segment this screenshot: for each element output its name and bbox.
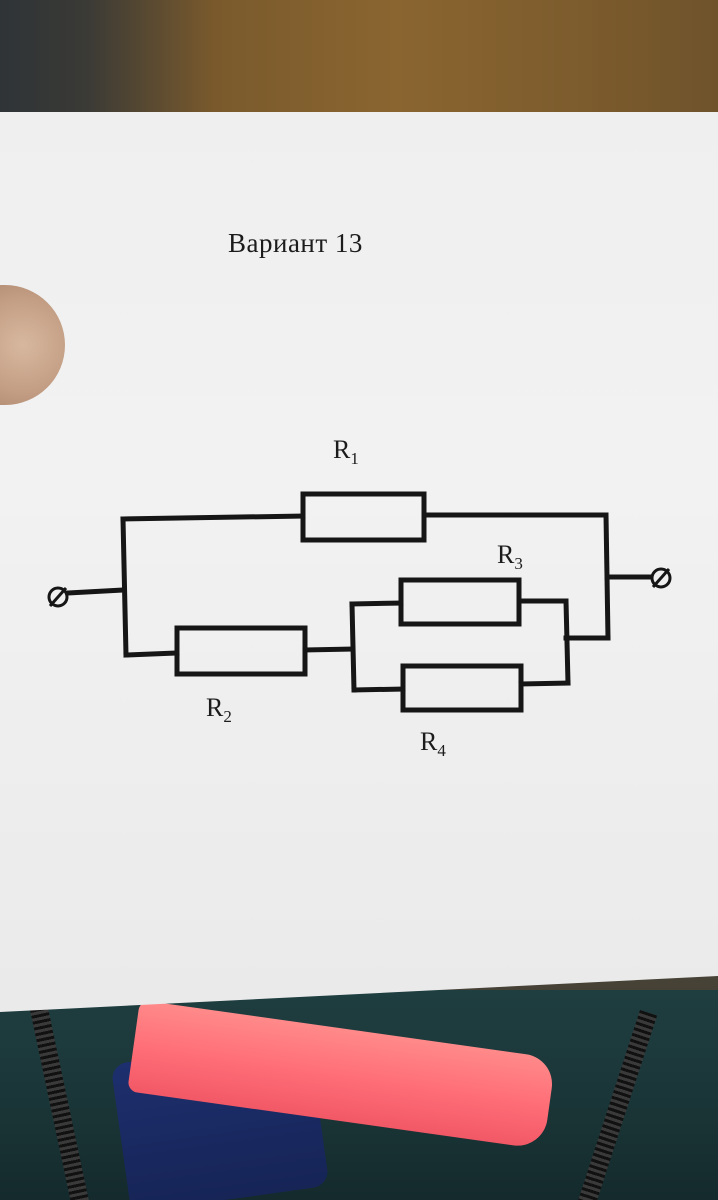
r3-wire-left bbox=[349, 600, 404, 607]
resistor-r2 bbox=[174, 625, 308, 677]
r2-wire-right bbox=[302, 646, 355, 653]
resistor-r3 bbox=[398, 577, 522, 627]
paper-card bbox=[0, 112, 718, 1012]
r4-wire-left bbox=[351, 686, 406, 693]
label-r4: R4 bbox=[420, 727, 446, 760]
label-r1: R1 bbox=[333, 435, 359, 468]
resistor-r4 bbox=[400, 663, 524, 713]
parallel-right-bus bbox=[563, 598, 571, 686]
wooden-desk bbox=[0, 0, 718, 130]
label-r2: R2 bbox=[206, 693, 232, 726]
r2-wire-left bbox=[123, 650, 180, 658]
right-bus-wire bbox=[603, 512, 611, 641]
r4-wire-right bbox=[518, 680, 571, 687]
left-terminal-icon bbox=[47, 586, 126, 608]
label-r3: R3 bbox=[497, 540, 523, 573]
left-bus-wire bbox=[120, 516, 129, 658]
right-terminal-icon bbox=[604, 567, 672, 589]
resistor-r1 bbox=[300, 491, 427, 543]
parallel-left-bus bbox=[349, 601, 357, 693]
page-title: Вариант 13 bbox=[228, 228, 363, 258]
top-wire-left bbox=[120, 513, 306, 522]
